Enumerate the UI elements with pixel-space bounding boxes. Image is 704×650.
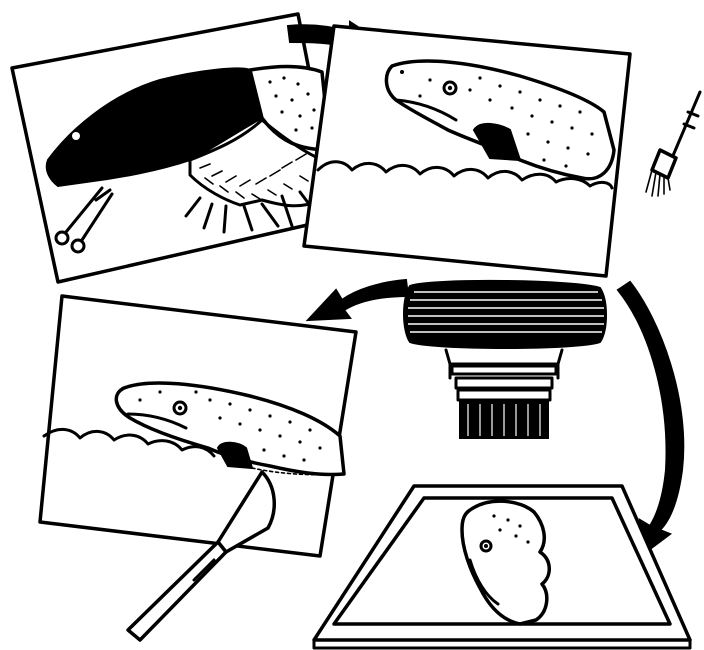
camera-lens-icon bbox=[403, 279, 607, 439]
scissors-icon bbox=[54, 186, 114, 254]
scalpel-icon bbox=[126, 470, 276, 642]
panel-mold-tray bbox=[312, 484, 692, 650]
brush-icon bbox=[645, 90, 702, 197]
arrow-to-carved-specimen bbox=[305, 278, 410, 322]
panel-mounted-head bbox=[302, 24, 632, 278]
arrow-to-mold bbox=[616, 280, 685, 554]
panel-whole-specimen bbox=[10, 12, 340, 284]
panel-carving bbox=[38, 294, 358, 558]
